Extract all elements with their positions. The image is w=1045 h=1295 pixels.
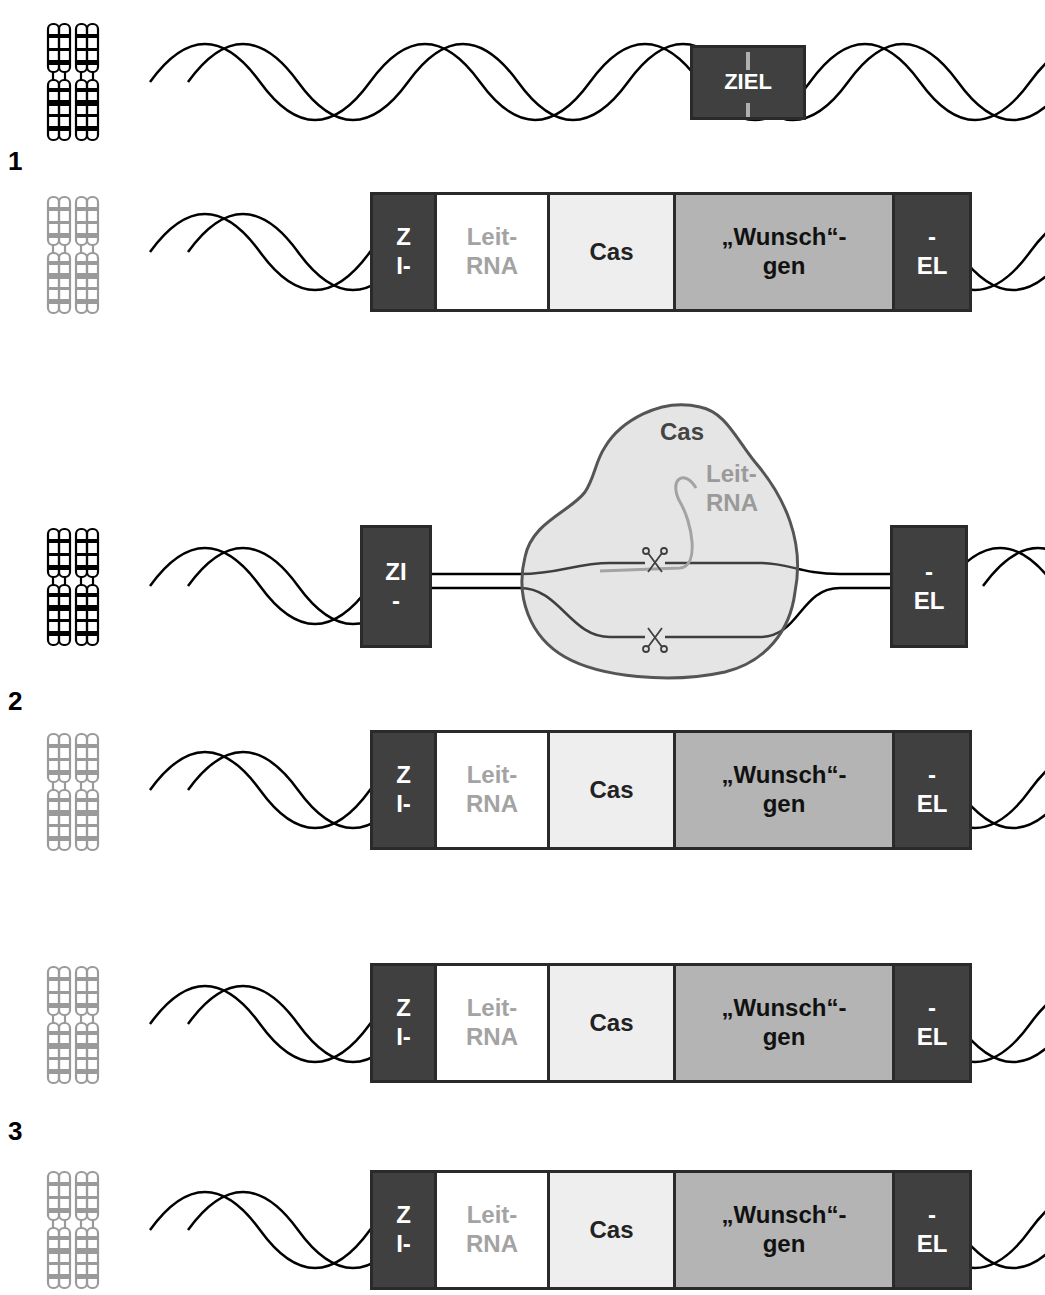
target-half-box: ZI - [360, 525, 432, 648]
box-label: Leit- RNA [461, 1201, 523, 1259]
step-number: 1 [8, 146, 22, 177]
box-label: - EL [915, 223, 950, 281]
box-label: Leit- RNA [461, 761, 523, 819]
dna-helix [150, 44, 1045, 1268]
target-half-box: - EL [890, 525, 968, 648]
box-label: Z I- [389, 223, 418, 281]
box-label: Z I- [389, 994, 418, 1052]
guide-rna-box: Leit- RNA [434, 730, 550, 850]
target-box: ZIEL [690, 45, 806, 120]
guide-rna-box: Leit- RNA [434, 192, 550, 312]
box-label: „Wunsch“- gen [716, 223, 853, 281]
wish-gene-box: „Wunsch“- gen [673, 192, 895, 312]
target-half-box: - EL [892, 192, 972, 312]
step-number: 2 [8, 686, 22, 717]
cas-box: Cas [547, 963, 676, 1083]
target-half-box: - EL [892, 1170, 972, 1290]
guide-rna-box: Leit- RNA [434, 1170, 550, 1290]
cas-box: Cas [547, 1170, 676, 1290]
box-label: - EL [915, 994, 950, 1052]
target-half-box: - EL [892, 963, 972, 1083]
box-label: ZI - [382, 558, 411, 616]
box-label: „Wunsch“- gen [716, 1201, 853, 1259]
box-label: Z I- [389, 761, 418, 819]
target-half-box: Z I- [370, 192, 437, 312]
wish-gene-box: „Wunsch“- gen [673, 1170, 895, 1290]
guide-rna-box: Leit- RNA [434, 963, 550, 1083]
protein-label: Cas [660, 418, 704, 447]
target-half-box: Z I- [370, 730, 437, 850]
step-number: 3 [8, 1116, 22, 1147]
box-label: - EL [915, 761, 950, 819]
cut-site-mark [746, 103, 750, 117]
cas-complex: CasLeit- RNA [510, 392, 810, 684]
wish-gene-box: „Wunsch“- gen [673, 730, 895, 850]
box-label: Z I- [389, 1201, 418, 1259]
box-label: „Wunsch“- gen [716, 761, 853, 819]
box-label: Leit- RNA [461, 223, 523, 281]
box-label: Leit- RNA [461, 994, 523, 1052]
box-label: Cas [589, 1009, 633, 1038]
cas-box: Cas [547, 730, 676, 850]
target-half-box: - EL [892, 730, 972, 850]
box-label: - EL [915, 1201, 950, 1259]
wish-gene-box: „Wunsch“- gen [673, 963, 895, 1083]
box-label: „Wunsch“- gen [716, 994, 853, 1052]
cut-site-mark [746, 52, 750, 70]
target-half-box: Z I- [370, 963, 437, 1083]
chromosome-icons [48, 24, 98, 1288]
guide-rna-label: Leit- RNA [706, 460, 768, 518]
box-label: - EL [912, 558, 947, 616]
box-label: ZIEL [724, 69, 772, 95]
box-label: Cas [589, 776, 633, 805]
cas-box: Cas [547, 192, 676, 312]
target-half-box: Z I- [370, 1170, 437, 1290]
box-label: Cas [589, 1216, 633, 1245]
box-label: Cas [589, 238, 633, 267]
